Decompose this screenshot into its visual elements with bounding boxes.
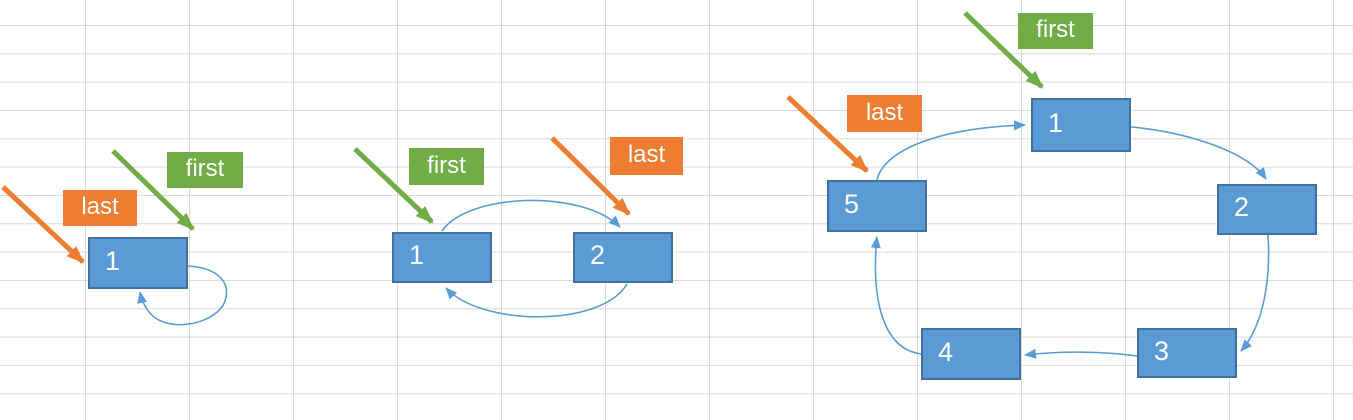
last-tag-d2[interactable]: last	[610, 137, 683, 175]
arrow-node1-to-node2-d3[interactable]	[1130, 126, 1267, 180]
list-node-1-d3[interactable]: 1	[1031, 98, 1131, 152]
list-node-1-d1[interactable]: 1	[88, 237, 188, 289]
arrow-node1-to-node2-d2[interactable]	[441, 199, 621, 232]
list-node-1-d2[interactable]: 1	[392, 232, 492, 283]
list-node-2-d3[interactable]: 2	[1217, 184, 1317, 235]
last-pointer-arrow-d2[interactable]	[550, 136, 631, 216]
last-tag-d1[interactable]: last	[63, 190, 137, 226]
arrow-node5-to-node1-d3[interactable]	[876, 120, 1026, 181]
last-pointer-arrow-d3[interactable]	[786, 95, 869, 173]
list-node-4-d3[interactable]: 4	[921, 328, 1021, 380]
arrow-node4-to-node5-d3[interactable]	[870, 236, 922, 355]
list-node-2-d2[interactable]: 2	[573, 232, 673, 283]
list-node-3-d3[interactable]: 3	[1137, 328, 1237, 378]
first-pointer-arrow-d1[interactable]	[111, 149, 195, 231]
arrow-node2-to-node3-d3[interactable]	[1240, 234, 1270, 352]
first-pointer-arrow-d3[interactable]	[963, 11, 1044, 89]
last-pointer-arrow-d1[interactable]	[1, 185, 85, 264]
first-tag-d1[interactable]: first	[167, 152, 243, 188]
self-loop-arrow-d1[interactable]	[137, 265, 228, 326]
arrow-node2-to-node1-d2[interactable]	[445, 283, 628, 318]
arrow-node3-to-node4-d3[interactable]	[1024, 348, 1138, 359]
list-node-5-d3[interactable]: 5	[827, 180, 927, 232]
first-tag-d3[interactable]: first	[1018, 13, 1093, 49]
first-tag-d2[interactable]: first	[409, 148, 484, 185]
last-tag-d3[interactable]: last	[847, 95, 922, 132]
first-pointer-arrow-d2[interactable]	[353, 147, 434, 224]
